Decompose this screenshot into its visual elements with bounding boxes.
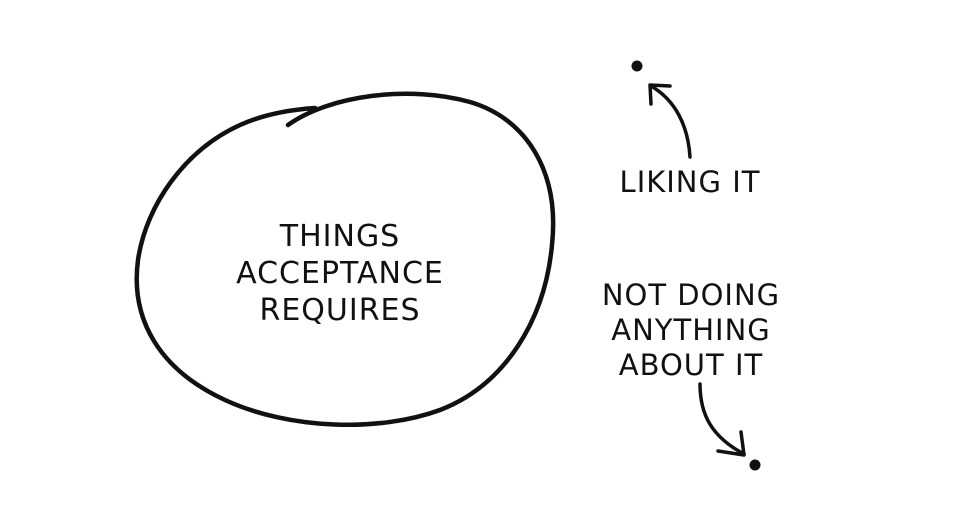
- bottom-point-dot: [749, 459, 761, 471]
- top-point-dot: [631, 60, 643, 72]
- top-arrow-head: [648, 83, 672, 106]
- circle-label-line-3: REQUIRES: [259, 293, 421, 328]
- circle-label-line-2: ACCEPTANCE: [236, 256, 444, 291]
- bottom-arrow-shaft: [698, 382, 746, 456]
- circle-label-line-1: THINGS: [279, 219, 401, 254]
- not-doing-anything-label: NOT DOING ANYTHING ABOUT IT: [586, 278, 796, 383]
- not-doing-line-3: ABOUT IT: [618, 348, 764, 382]
- not-doing-line-2: ANYTHING: [611, 313, 771, 347]
- liking-it-label: LIKING IT: [590, 164, 790, 200]
- circle-label: THINGS ACCEPTANCE REQUIRES: [220, 218, 460, 329]
- top-arrow-shaft: [649, 84, 692, 159]
- bottom-arrow-head: [716, 430, 746, 457]
- not-doing-line-1: NOT DOING: [601, 278, 781, 312]
- acceptance-circle: [134, 91, 556, 428]
- liking-it-text: LIKING IT: [619, 165, 761, 199]
